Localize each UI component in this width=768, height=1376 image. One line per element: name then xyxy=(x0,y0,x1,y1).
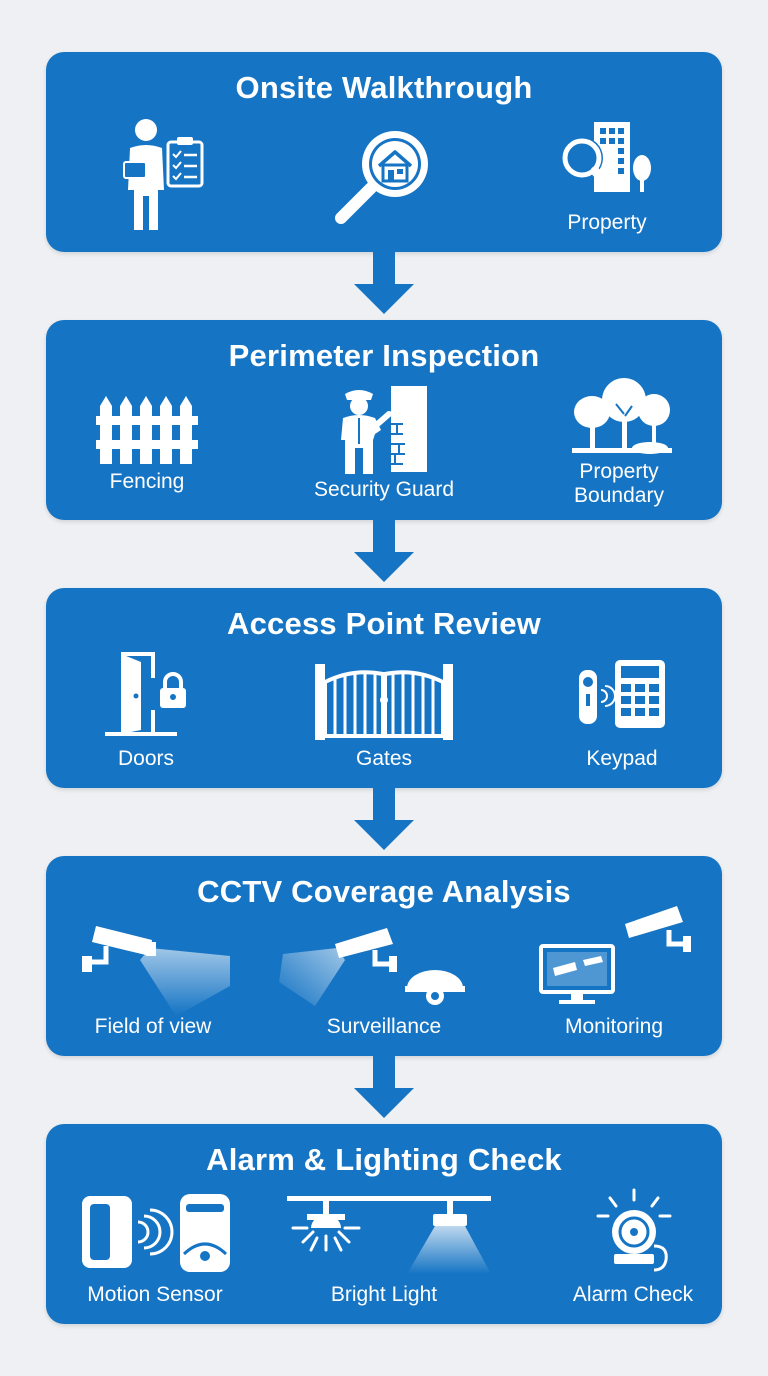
step-cctv-coverage-analysis: CCTV Coverage Analysis Field of view xyxy=(46,856,722,1056)
property-item: Property xyxy=(512,52,702,252)
alarm-bell-icon xyxy=(596,1188,672,1272)
door-lock-icon xyxy=(105,652,186,736)
item-label: Gates xyxy=(355,747,413,770)
security-guard-icon xyxy=(341,386,427,474)
house-magnifier-icon xyxy=(335,131,428,224)
property-search-icon xyxy=(561,122,651,192)
cctv-camera-icon xyxy=(82,926,230,1016)
step-title: Access Point Review xyxy=(227,606,541,641)
motion-sensor-item: Motion Sensor xyxy=(60,1124,250,1324)
monitoring-screen-icon xyxy=(539,906,691,1004)
item-label: Bright Light xyxy=(330,1283,438,1306)
doors-item: Doors xyxy=(51,588,241,788)
flow-arrow-3 xyxy=(354,788,414,850)
flow-arrow-4 xyxy=(354,1056,414,1118)
field-of-view-item: Field of view xyxy=(58,856,248,1056)
item-label: Surveillance xyxy=(326,1015,442,1038)
step-onsite-walkthrough: Onsite Walkthrough xyxy=(46,52,722,252)
inspector-clipboard-icon xyxy=(123,119,204,230)
bright-light-icon xyxy=(287,1196,491,1274)
fencing-item: Fencing xyxy=(52,320,242,520)
step-title: Onsite Walkthrough xyxy=(235,70,533,105)
item-label: Keypad xyxy=(586,747,658,770)
fence-icon xyxy=(96,396,198,464)
gates-item: Gates xyxy=(289,588,479,788)
step-title: CCTV Coverage Analysis xyxy=(197,874,571,909)
flow-arrow-1 xyxy=(354,252,414,314)
item-label: Property Boundary xyxy=(574,460,664,507)
surveillance-item: Surveillance xyxy=(279,856,479,1056)
item-label: Doors xyxy=(117,747,175,770)
flow-arrow-2 xyxy=(354,520,414,582)
inspector-item xyxy=(86,52,276,252)
trees-icon xyxy=(572,378,672,454)
step-access-point-review: Access Point Review Doors Gates xyxy=(46,588,722,788)
item-label: Field of view xyxy=(94,1015,212,1038)
item-label: Fencing xyxy=(109,470,185,493)
item-label: Property xyxy=(567,211,647,234)
keypad-icon xyxy=(579,660,665,728)
security-guard-item: Security Guard xyxy=(289,320,479,520)
step-title: Perimeter Inspection xyxy=(228,338,540,373)
alarm-check-item: Alarm Check xyxy=(538,1124,728,1324)
step-title: Alarm & Lighting Check xyxy=(206,1142,562,1177)
gate-icon xyxy=(315,664,453,740)
item-label: Alarm Check xyxy=(572,1283,694,1306)
monitoring-item: Monitoring xyxy=(519,856,709,1056)
surveillance-camera-icon xyxy=(279,928,465,1006)
item-label: Motion Sensor xyxy=(87,1283,223,1306)
motion-sensor-icon xyxy=(82,1194,230,1272)
item-label: Security Guard xyxy=(313,478,455,501)
item-label: Monitoring xyxy=(564,1015,664,1038)
keypad-item: Keypad xyxy=(527,588,717,788)
house-search-item xyxy=(289,52,479,252)
property-boundary-item: Property Boundary xyxy=(526,320,716,520)
step-alarm-lighting-check: Alarm & Lighting Check Motion Sensor xyxy=(46,1124,722,1324)
bright-light-item: Bright Light xyxy=(287,1124,491,1324)
step-perimeter-inspection: Perimeter Inspection Fencing xyxy=(46,320,722,520)
